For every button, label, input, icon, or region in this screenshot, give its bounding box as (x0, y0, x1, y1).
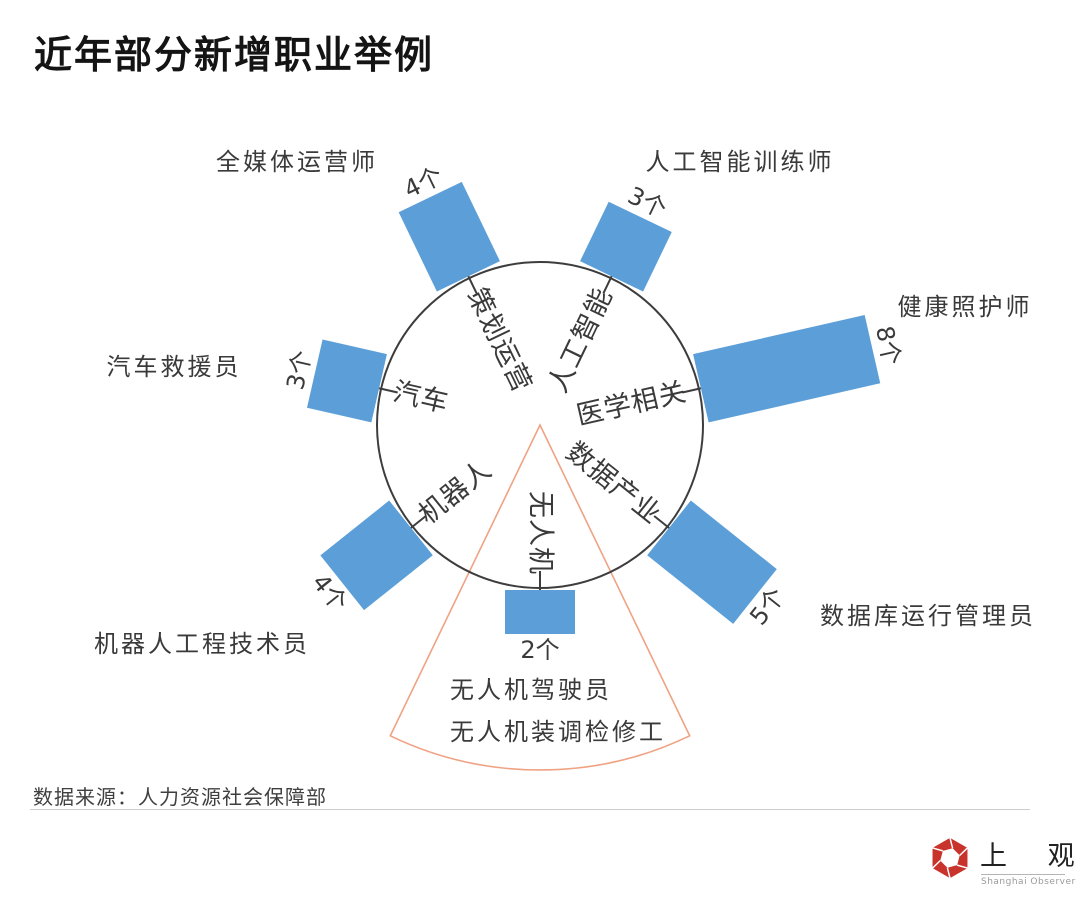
pinwheel-logo-icon (932, 837, 968, 879)
count-label: 8个 (870, 323, 906, 368)
footer-divider (30, 809, 1030, 810)
category-bar (647, 500, 777, 624)
shanghai-observer-logo: 上 观 Shanghai Observer (928, 834, 1075, 890)
category-bar (580, 201, 672, 292)
occupation-label: 数据库运行管理员 (820, 602, 1036, 630)
occupation-label: 汽车救援员 (107, 353, 242, 381)
occupation-label: 人工智能训练师 (646, 148, 835, 176)
category-bar (320, 500, 433, 611)
logo-pinwheel-line (932, 847, 944, 852)
logo-pinwheel-line (946, 867, 951, 879)
occupation-label: 健康照护师 (898, 293, 1033, 321)
category-spoke-label: 机器人 (413, 454, 498, 531)
logo-underline (981, 874, 1065, 875)
category-spoke-label: 策划运营 (461, 283, 538, 397)
page-title: 近年部分新增职业举例 (34, 33, 435, 77)
category-bar (505, 590, 575, 634)
occupation-label: 无人机装调检修工 (450, 718, 666, 746)
category-spoke-label: 无人机 (525, 491, 556, 575)
logo-pinwheel-line (959, 847, 968, 856)
logo-cn-text: 上 观 (980, 841, 1080, 872)
data-source-note: 数据来源：人力资源社会保障部 (33, 785, 327, 809)
occupation-label: 全媒体运营师 (216, 148, 378, 176)
category-bar (693, 314, 881, 423)
logo-pinwheel-line (932, 860, 941, 869)
category-spoke-label: 数据产业 (560, 437, 667, 531)
category-bar (307, 339, 387, 423)
logo-pinwheel-line (949, 837, 954, 849)
category-spoke-label: 人工智能 (543, 283, 620, 397)
category-bar (398, 181, 500, 292)
logo-hexagon-hole (940, 848, 960, 868)
category-spoke-label: 医学相关 (574, 377, 690, 432)
occupation-label: 机器人工程技术员 (94, 630, 310, 658)
highlight-fan (389, 423, 691, 771)
count-label: 2个 (520, 636, 559, 664)
logo-en-text: Shanghai Observer (981, 877, 1076, 887)
occupation-label: 无人机驾驶员 (450, 676, 612, 704)
count-label: 3个 (281, 348, 317, 393)
category-spoke-label: 汽车 (390, 377, 452, 420)
logo-pinwheel-line (956, 864, 968, 869)
